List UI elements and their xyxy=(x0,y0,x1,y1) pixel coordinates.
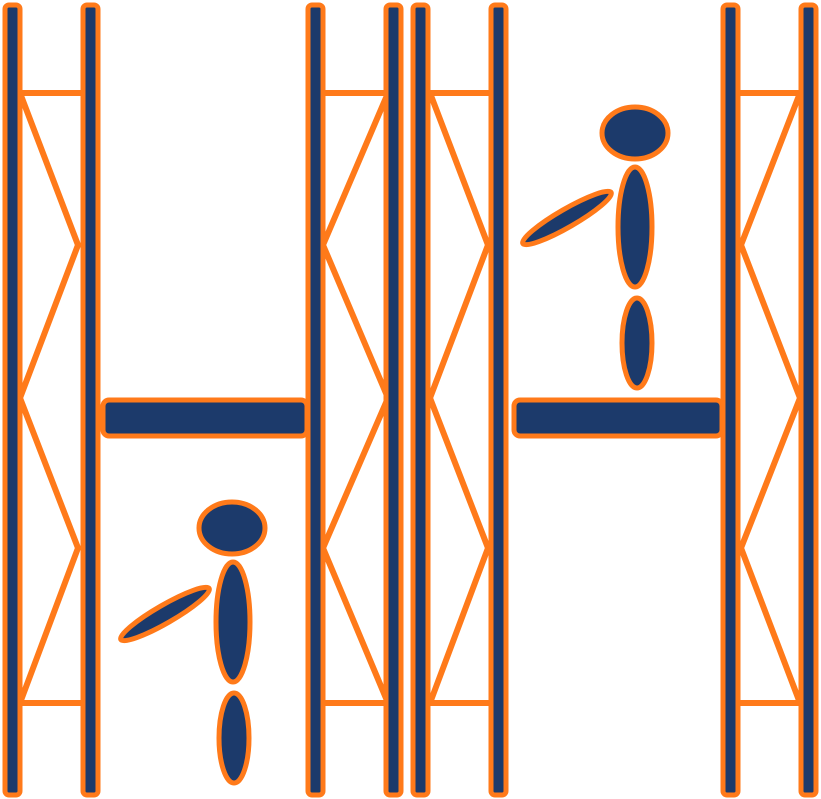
upright-post xyxy=(488,2,509,798)
figure-head xyxy=(196,499,268,557)
figure-leg xyxy=(216,690,252,786)
platform-beam xyxy=(100,397,310,439)
upright-post xyxy=(2,2,23,798)
bracing-right-2 xyxy=(735,90,806,706)
upright-post xyxy=(383,2,404,798)
upright-post xyxy=(305,2,326,798)
worker-figure xyxy=(118,499,268,786)
scaffold-panel-right xyxy=(410,2,819,798)
scaffold-panel-left xyxy=(2,2,404,798)
platform-beam xyxy=(511,397,725,439)
diagonal-brace xyxy=(17,90,81,706)
figure-arm xyxy=(520,188,614,248)
upright-post xyxy=(80,2,101,798)
upright-post xyxy=(798,2,819,798)
diagonal-brace xyxy=(427,90,491,706)
figure-arm xyxy=(118,584,212,644)
upright-post xyxy=(410,2,431,798)
diagonal-brace xyxy=(320,90,391,706)
upright-post xyxy=(720,2,741,798)
bracing-right-1 xyxy=(425,90,496,706)
worker-figure xyxy=(520,104,671,391)
bracing-left-2 xyxy=(317,90,393,706)
figure-leg xyxy=(619,295,655,391)
figure-head xyxy=(599,104,671,162)
figure-torso xyxy=(213,559,253,685)
bracing-left-1 xyxy=(17,90,89,706)
diagonal-brace xyxy=(738,90,803,706)
figure-torso xyxy=(615,164,655,290)
